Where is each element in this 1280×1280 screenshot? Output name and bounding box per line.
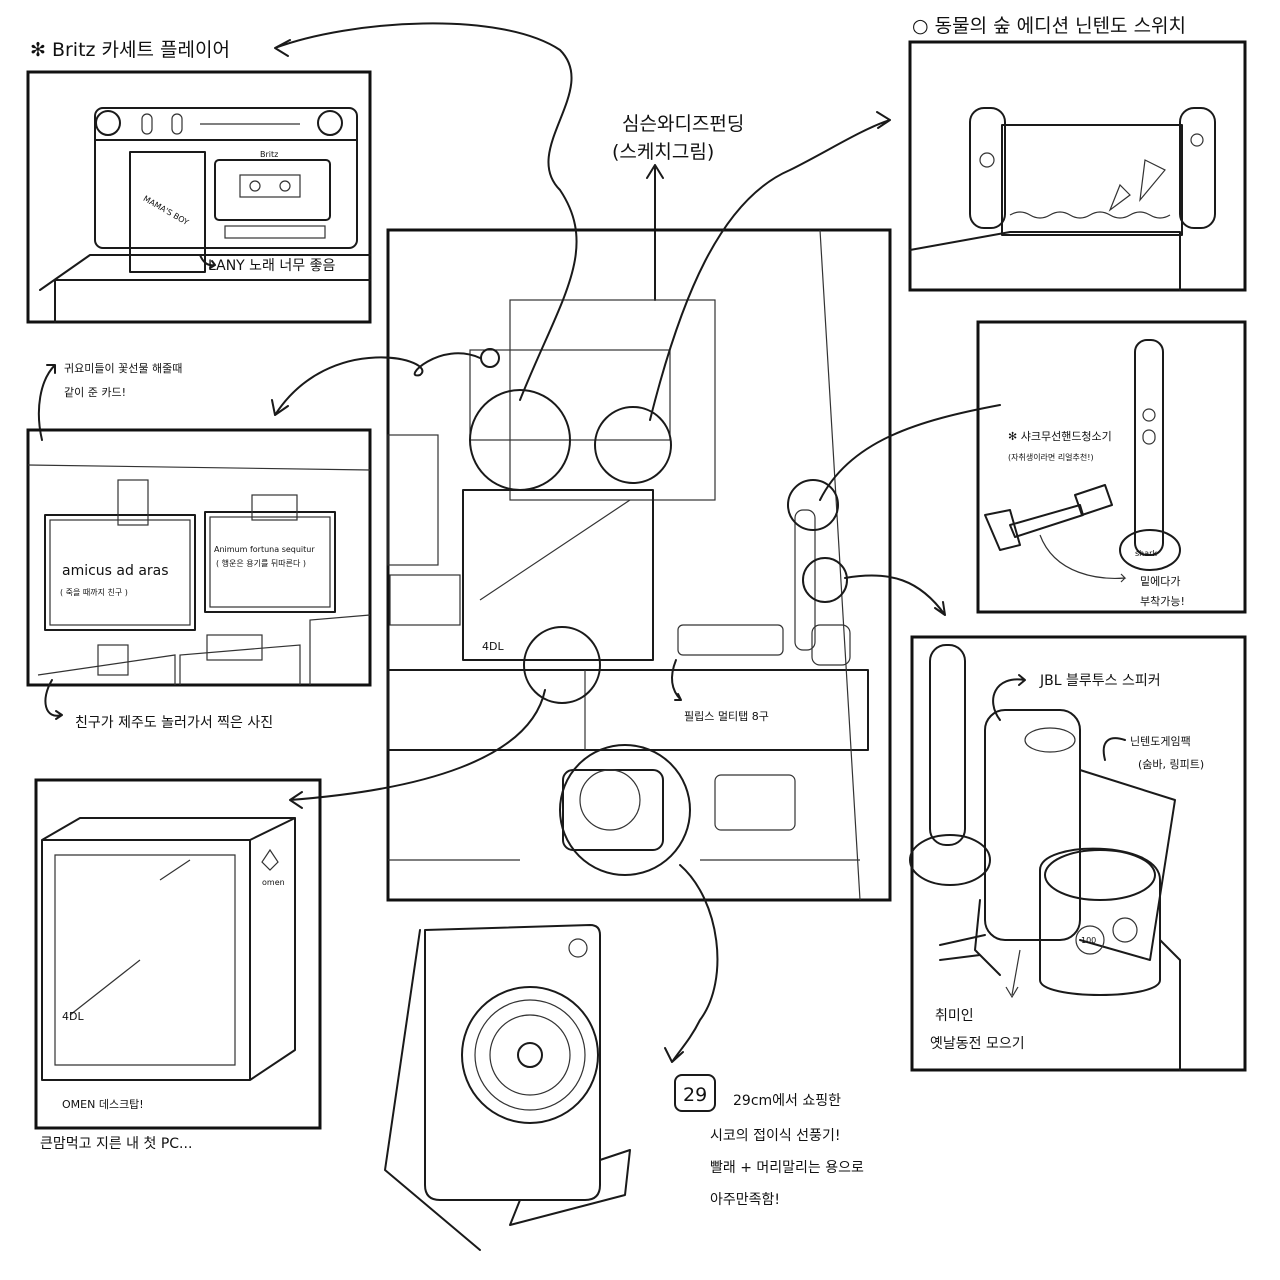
- cassette-panel: ✻ Britz 카세트 플레이어 Britz MAMA'S BOY LANY 노…: [26, 39, 372, 324]
- album-title: MAMA'S BOY: [142, 194, 190, 227]
- switch-title: ○ 동물의 숲 에디션 닌텐도 스위치: [912, 15, 1186, 37]
- cassette-brand: Britz: [260, 150, 278, 159]
- cassette-note: LANY 노래 너무 좋음: [208, 258, 335, 274]
- card2-latin: Animum fortuna sequitur: [214, 545, 315, 554]
- coin-value: 100: [1081, 936, 1096, 945]
- omen-note: 큰맘먹고 지른 내 첫 PC...: [40, 1136, 192, 1152]
- coin-note-1: 취미인: [935, 1008, 974, 1024]
- shark-sub: (자취생이라면 리얼추천!): [1008, 452, 1094, 462]
- photo-note: 친구가 제주도 놀러가서 찍은 사진: [75, 715, 273, 731]
- fan-panel: 29 29cm에서 쇼핑한 시코의 접이식 선풍기! 빨래 + 머리말리는 용으…: [384, 924, 864, 1251]
- omen-case-label: 4DL: [62, 1010, 84, 1023]
- shark-panel: shark ✻ 샤크무선핸드청소기 (자취생이라면 리얼추천!) 밑에다가 부착…: [976, 320, 1247, 614]
- omen-frame: [34, 778, 322, 1130]
- card-note-line-2: 같이 준 카드!: [64, 386, 126, 399]
- fan-badge: 29: [683, 1084, 707, 1106]
- room-sketch-panel: 심슨와디즈펀딩 (스케치그림) 4DL: [386, 113, 892, 902]
- cards-panel: 귀요미들이 꽃선물 해줄때 같이 준 카드! amicus ad aras ( …: [26, 361, 372, 731]
- card2-korean: ( 행운은 용기를 뒤따른다 ): [216, 558, 306, 568]
- room-case-label: 4DL: [482, 640, 504, 653]
- card1-korean: ( 죽을 때까지 친구 ): [60, 587, 128, 597]
- cards-frame: [26, 428, 372, 687]
- fan-note-2: 시코의 접이식 선풍기!: [710, 1128, 840, 1144]
- room-drawing: 4DL: [387, 229, 869, 901]
- shark-note-1: 밑에다가: [1140, 575, 1180, 588]
- jbl-panel: 100 JBL 블루투스 스피커 닌텐도게임팩 (숨바, 링피트) 취미인 옛날…: [909, 635, 1247, 1072]
- center-title-1: 심슨와디즈펀딩: [622, 113, 744, 135]
- switch-panel: ○ 동물의 숲 에디션 닌텐도 스위치: [908, 15, 1247, 292]
- jbl-frame: [910, 635, 1247, 1072]
- gamepack-line-1: 닌텐도게임팩: [1130, 735, 1191, 748]
- omen-caption: OMEN 데스크탑!: [62, 1098, 144, 1111]
- switch-drawing: [909, 107, 1216, 291]
- shark-frame: [976, 320, 1247, 614]
- cassette-title: ✻ Britz 카세트 플레이어: [30, 39, 230, 61]
- center-title-2: (스케치그림): [612, 141, 714, 163]
- fan-note-3: 빨래 + 머리말리는 용으로: [710, 1160, 864, 1176]
- jbl-title: JBL 블루투스 스피커: [1039, 673, 1161, 689]
- fan-note-1: 29cm에서 쇼핑한: [733, 1093, 841, 1109]
- card1-latin: amicus ad aras: [62, 563, 169, 579]
- connector-arrows: [271, 22, 1001, 1063]
- coin-note-2: 옛날동전 모으기: [930, 1036, 1025, 1052]
- card-note-line-1: 귀요미들이 꽃선물 해줄때: [64, 361, 182, 375]
- fan-note-4: 아주만족함!: [710, 1192, 780, 1208]
- omen-logo: omen: [262, 878, 285, 887]
- cassette-frame: [26, 70, 372, 324]
- omen-panel: omen 4DL OMEN 데스크탑! 큰맘먹고 지른 내 첫 PC...: [34, 778, 322, 1152]
- multitap-note: 필립스 멀티탭 8구: [684, 710, 769, 723]
- switch-frame: [908, 40, 1247, 292]
- cassette-player-drawing: Britz MAMA'S BOY: [39, 107, 371, 323]
- shark-title: ✻ 샤크무선핸드청소기: [1008, 430, 1112, 443]
- gamepack-line-2: (숨바, 링피트): [1138, 758, 1204, 771]
- shark-brand: shark: [1135, 549, 1157, 558]
- shark-note-2: 부착가능!: [1140, 595, 1185, 608]
